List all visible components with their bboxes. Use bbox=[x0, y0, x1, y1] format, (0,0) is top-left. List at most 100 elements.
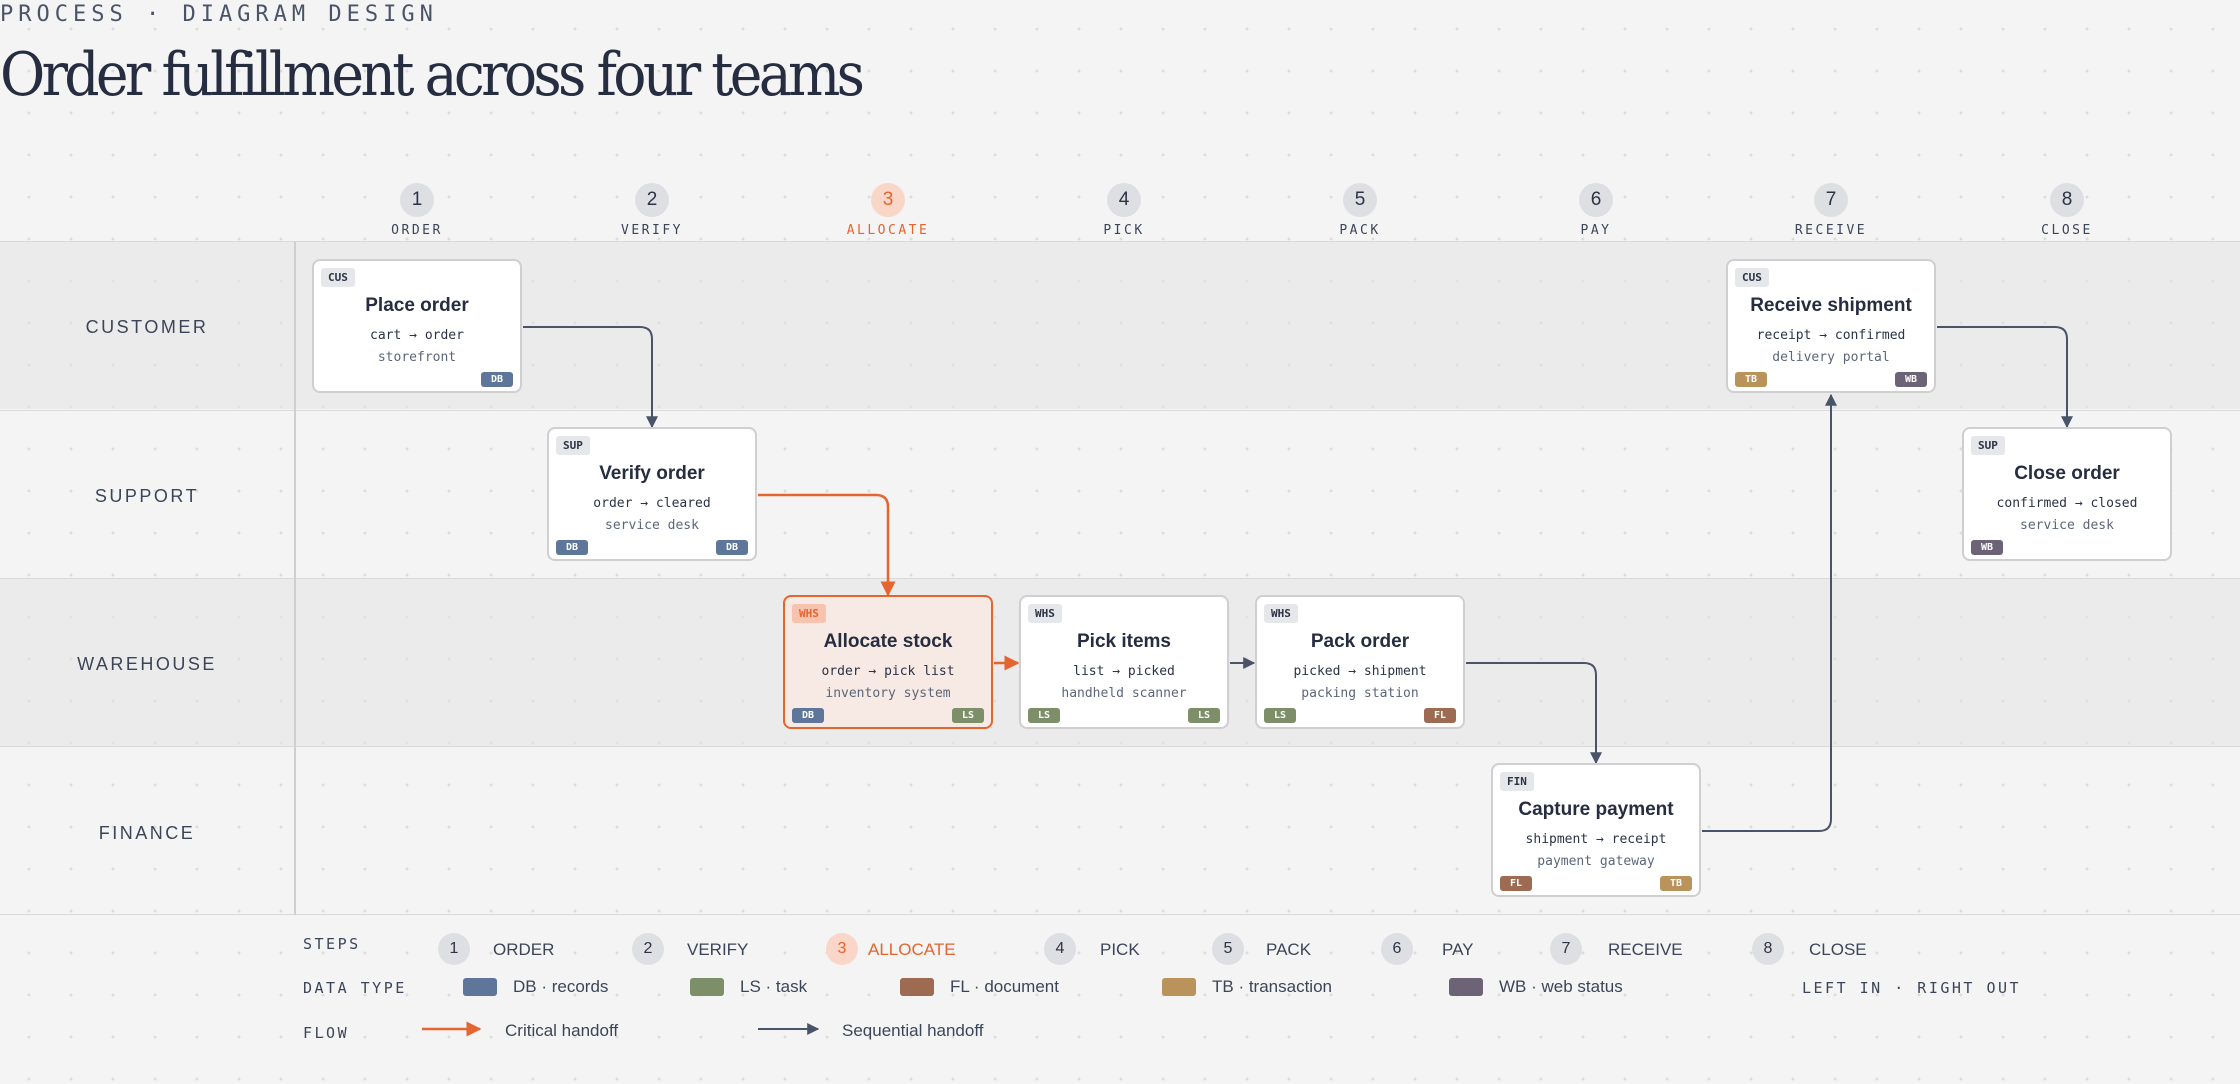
step-header-receive: 7 RECEIVE bbox=[1761, 183, 1901, 238]
step-number: 4 bbox=[1107, 183, 1141, 217]
node-title: Place order bbox=[365, 295, 469, 316]
node-title: Receive shipment bbox=[1750, 295, 1912, 316]
legend-step-number: 2 bbox=[632, 933, 664, 965]
node-title: Allocate stock bbox=[823, 631, 953, 652]
badge-tb: TB bbox=[1660, 876, 1692, 891]
node-flow: receipt → confirmed bbox=[1756, 328, 1906, 343]
node-close-order[interactable]: SUP Close order confirmed → closed servi… bbox=[1962, 427, 2172, 561]
badge-fl: FL bbox=[1424, 708, 1456, 723]
legend-step-number: 5 bbox=[1212, 933, 1244, 965]
badge-ls: LS bbox=[1188, 708, 1220, 723]
legend-step-number: 6 bbox=[1381, 933, 1413, 965]
legend-data-type-label: WB · web status bbox=[1499, 977, 1623, 996]
node-allocate-stock[interactable]: WHS Allocate stock order → pick list inv… bbox=[783, 595, 993, 729]
node-system: service desk bbox=[2020, 518, 2114, 533]
node-title: Pick items bbox=[1077, 631, 1171, 652]
step-header-order: 1 ORDER bbox=[347, 183, 487, 238]
legend-swatch-ls bbox=[690, 978, 724, 996]
node-capture-payment[interactable]: FIN Capture payment shipment → receipt p… bbox=[1491, 763, 1701, 897]
connector-receive-to-close bbox=[1937, 326, 2073, 429]
step-header-allocate: 3 ALLOCATE bbox=[818, 183, 958, 238]
badge-db: DB bbox=[716, 540, 748, 555]
step-header-close: 8 CLOSE bbox=[1997, 183, 2137, 238]
legend-data-type-heading: DATA TYPE bbox=[303, 979, 407, 997]
node-system: packing station bbox=[1301, 686, 1419, 701]
badge-db: DB bbox=[481, 372, 513, 387]
node-title: Capture payment bbox=[1518, 799, 1674, 820]
badge-ls: LS bbox=[1264, 708, 1296, 723]
badge-db: DB bbox=[556, 540, 588, 555]
legend-swatch-wb bbox=[1449, 978, 1483, 996]
node-pack-order[interactable]: WHS Pack order picked → shipment packing… bbox=[1255, 595, 1465, 729]
step-number: 5 bbox=[1343, 183, 1377, 217]
step-header-pay: 6 PAY bbox=[1526, 183, 1666, 238]
legend-step-label: PAY bbox=[1442, 940, 1474, 959]
step-number: 8 bbox=[2050, 183, 2084, 217]
legend-step-number: 4 bbox=[1044, 933, 1076, 965]
connector-capture-to-receive bbox=[1702, 393, 1837, 832]
page-kicker: PROCESS · DIAGRAM DESIGN bbox=[0, 2, 438, 27]
legend-step-label: CLOSE bbox=[1809, 940, 1867, 959]
node-title: Pack order bbox=[1310, 631, 1410, 652]
team-tag: CUS bbox=[321, 268, 355, 287]
node-title: Close order bbox=[2014, 463, 2120, 484]
node-system: storefront bbox=[377, 350, 457, 365]
step-label: ORDER bbox=[391, 223, 443, 238]
step-number: 7 bbox=[1814, 183, 1848, 217]
lane-label-finance: FINANCE bbox=[98, 823, 196, 843]
step-number: 3 bbox=[871, 183, 905, 217]
node-receive-shipment[interactable]: CUS Receive shipment receipt → confirmed… bbox=[1726, 259, 1936, 393]
step-header-pack: 5 PACK bbox=[1290, 183, 1430, 238]
badge-wb: WB bbox=[1971, 540, 2003, 555]
badge-ls: LS bbox=[952, 708, 984, 723]
node-flow: cart → order bbox=[370, 328, 464, 343]
legend-steps-heading: STEPS bbox=[303, 935, 361, 953]
team-tag: WHS bbox=[792, 604, 826, 623]
node-pick-items[interactable]: WHS Pick items list → picked handheld sc… bbox=[1019, 595, 1229, 729]
legend-step-label: ALLOCATE bbox=[868, 940, 956, 959]
legend-direction-note: LEFT IN · RIGHT OUT bbox=[1802, 979, 2022, 997]
team-tag: WHS bbox=[1264, 604, 1298, 623]
step-label: CLOSE bbox=[2041, 223, 2093, 238]
legend-step-number: 3 bbox=[826, 933, 858, 965]
step-number: 2 bbox=[635, 183, 669, 217]
legend-swatch-tb bbox=[1162, 978, 1196, 996]
step-label: PACK bbox=[1339, 223, 1381, 238]
lane-support bbox=[0, 410, 2240, 578]
step-label: PAY bbox=[1580, 223, 1612, 238]
node-title: Verify order bbox=[599, 463, 705, 484]
node-verify-order[interactable]: SUP Verify order order → cleared service… bbox=[547, 427, 757, 561]
node-system: service desk bbox=[605, 518, 699, 533]
legend-data-type-label: LS · task bbox=[740, 977, 808, 996]
step-label: RECEIVE bbox=[1794, 223, 1868, 238]
legend-step-number: 1 bbox=[438, 933, 470, 965]
page-title: Order fulfillment across four teams bbox=[0, 40, 865, 110]
node-flow: confirmed → closed bbox=[1996, 496, 2138, 511]
legend-flow-sequential-label: Sequential handoff bbox=[842, 1021, 984, 1040]
team-tag: SUP bbox=[556, 436, 590, 455]
badge-db: DB bbox=[792, 708, 824, 723]
lane-label-divider bbox=[294, 241, 296, 915]
node-flow: list → picked bbox=[1073, 664, 1175, 679]
node-system: payment gateway bbox=[1537, 854, 1655, 869]
legend-step-number: 8 bbox=[1752, 933, 1784, 965]
legend-data-type-label: DB · records bbox=[513, 977, 609, 996]
badge-tb: TB bbox=[1735, 372, 1767, 387]
node-flow: picked → shipment bbox=[1293, 664, 1427, 679]
lane-bottom-rule bbox=[0, 914, 2240, 915]
legend-data-type-label: TB · transaction bbox=[1212, 977, 1332, 996]
team-tag: FIN bbox=[1500, 772, 1534, 791]
legend-step-label: ORDER bbox=[493, 940, 555, 959]
node-system: delivery portal bbox=[1772, 350, 1890, 365]
step-label: ALLOCATE bbox=[846, 223, 930, 238]
legend-swatch-db bbox=[463, 978, 497, 996]
step-number: 1 bbox=[400, 183, 434, 217]
node-flow: shipment → receipt bbox=[1525, 832, 1667, 847]
node-place-order[interactable]: CUS Place order cart → order storefront … bbox=[312, 259, 522, 393]
badge-fl: FL bbox=[1500, 876, 1532, 891]
connector-place-to-verify bbox=[523, 326, 658, 429]
step-label: VERIFY bbox=[621, 223, 683, 238]
node-flow: order → cleared bbox=[593, 496, 711, 511]
team-tag: SUP bbox=[1971, 436, 2005, 455]
